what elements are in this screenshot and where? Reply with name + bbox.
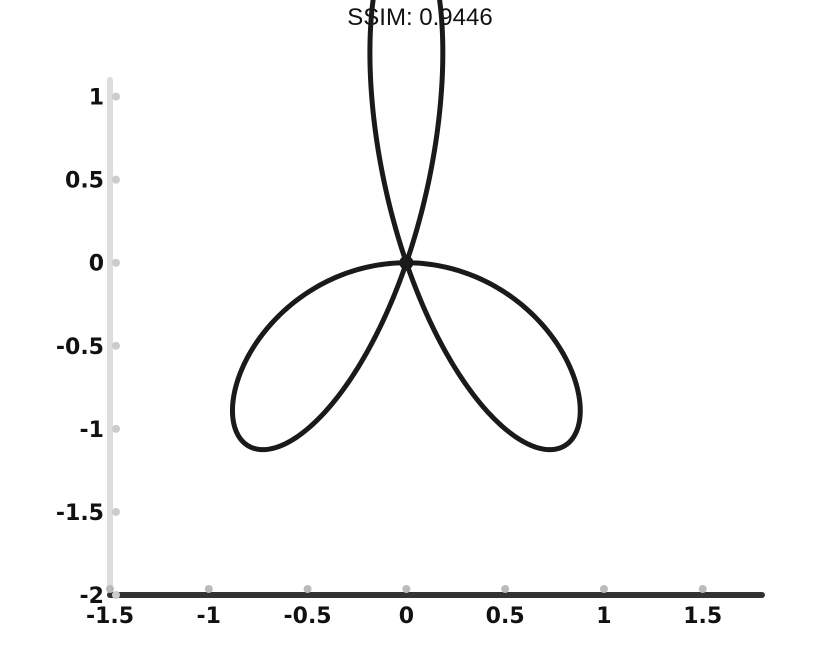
curve-layer <box>229 0 583 453</box>
center-point <box>399 255 414 270</box>
y-tick-mark <box>112 175 120 184</box>
y-tick-label: 0 <box>89 252 104 277</box>
x-tick-mark <box>303 585 312 593</box>
x-tick-mark <box>106 585 114 593</box>
y-tick-mark <box>112 424 120 433</box>
y-tick-mark <box>112 258 120 267</box>
y-tick-label: -2 <box>80 584 104 609</box>
y-tick-label: 0.5 <box>65 169 104 194</box>
x-tick-label: 1 <box>596 604 611 629</box>
x-tick-mark <box>698 585 707 593</box>
y-tick-mark <box>112 507 120 516</box>
y-tick-label: 1 <box>89 86 104 111</box>
y-tick-label: -0.5 <box>56 335 104 360</box>
x-tick-mark <box>402 585 411 593</box>
x-tick-label: -1.5 <box>86 604 134 629</box>
x-tick-label: 1.5 <box>683 604 722 629</box>
y-tick-label: -1 <box>80 418 104 443</box>
x-tick-label: -0.5 <box>284 604 332 629</box>
x-tick-mark <box>204 585 213 593</box>
x-tick-label: -1 <box>197 604 221 629</box>
x-tick-mark <box>501 585 510 593</box>
y-tick-mark <box>112 341 120 350</box>
y-tick-label: -1.5 <box>56 501 104 526</box>
y-tick-mark <box>112 591 120 599</box>
x-tick-label: 0.5 <box>486 604 525 629</box>
axes <box>107 77 765 598</box>
y-tick-mark <box>112 92 120 101</box>
x-tick-mark <box>599 585 608 593</box>
x-tick-label: 0 <box>399 604 414 629</box>
series-line <box>229 0 583 453</box>
